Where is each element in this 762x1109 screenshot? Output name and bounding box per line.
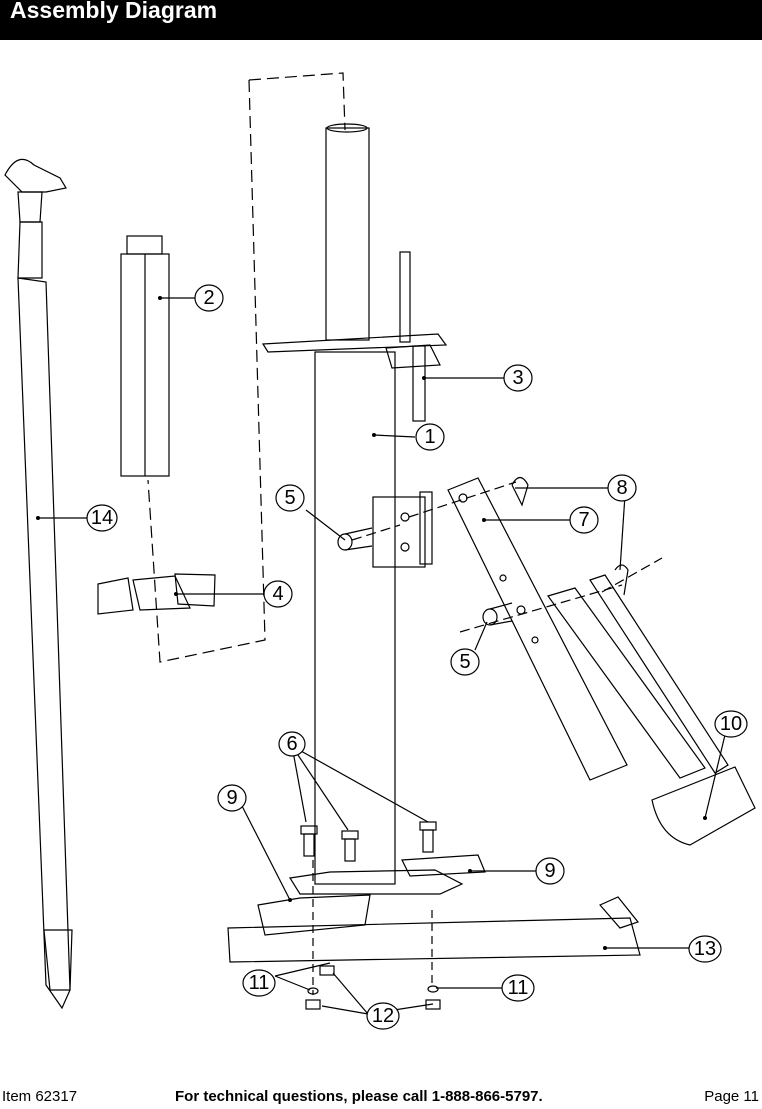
header-bar: Assembly Diagram (0, 0, 762, 40)
footer-item-number: Item 62317 (2, 1088, 78, 1105)
leader-dots (36, 296, 707, 950)
callout-9-left: 9 (226, 787, 237, 809)
part-5-pins (337, 527, 513, 626)
leader-lines (38, 297, 726, 1015)
clamp-plate (372, 491, 433, 568)
part-2-extension-tube (120, 235, 170, 477)
callout-3: 3 (512, 367, 523, 389)
page-title: Assembly Diagram (10, 0, 218, 23)
callout-14: 14 (91, 507, 113, 529)
callout-7: 7 (578, 509, 589, 531)
part-7-pedal-arm (447, 477, 628, 781)
callout-5-upper: 5 (284, 487, 295, 509)
part-14-handle (4, 158, 73, 1010)
base-plate (257, 854, 486, 936)
callout-8: 8 (616, 477, 627, 499)
footer-help-line: For technical questions, please call 1-8… (175, 1088, 543, 1105)
callout-2: 2 (203, 287, 214, 309)
part-13-base-frame (227, 896, 641, 963)
callout-11-left: 11 (249, 972, 270, 994)
callout-13: 13 (694, 938, 716, 960)
footer-page-number: Page 11 (704, 1088, 759, 1105)
part-10-pedal (547, 574, 756, 846)
part-1-main-post (261, 123, 448, 885)
callout-11-right: 11 (508, 977, 529, 999)
part-8-clips (511, 476, 629, 596)
part-11-12-hardware (305, 965, 441, 1010)
part-6-bolts (300, 821, 437, 862)
callout-5-lower: 5 (459, 651, 470, 673)
callout-6: 6 (286, 733, 297, 755)
callout-9-right: 9 (544, 860, 555, 882)
alignment-lines (147, 72, 346, 663)
assembly-diagram: 2 3 1 5 8 7 14 4 5 10 6 9 9 13 11 11 12 (4, 72, 756, 1030)
callout-4: 4 (272, 583, 283, 605)
callout-12: 12 (372, 1005, 394, 1027)
callout-1: 1 (424, 426, 435, 448)
callout-10: 10 (720, 713, 742, 735)
footer: Item 62317 For technical questions, plea… (0, 1088, 762, 1108)
